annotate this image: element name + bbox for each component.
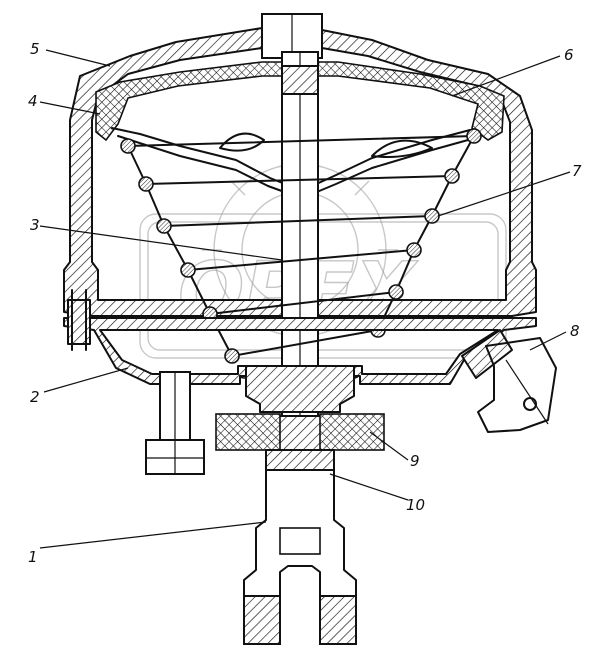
callout-4: 4 [28, 92, 38, 110]
callout-labels: 1 2 3 4 5 6 7 8 9 10 [28, 40, 582, 566]
housing [63, 13, 537, 317]
callout-10: 10 [406, 496, 425, 514]
return-spring [120, 128, 482, 379]
callout-2: 2 [30, 388, 40, 406]
callout-7: 7 [572, 162, 582, 180]
callout-leaders [39, 49, 571, 549]
mounting-stud [145, 371, 205, 475]
callout-9: 9 [410, 452, 420, 470]
clevis-fork [243, 469, 357, 645]
callout-5: 5 [30, 40, 40, 58]
callout-6: 6 [564, 46, 574, 64]
callout-3: 3 [30, 216, 40, 234]
guide-sleeve [215, 365, 385, 471]
callout-1: 1 [28, 548, 38, 566]
callout-8: 8 [570, 322, 580, 340]
air-inlet-fitting [461, 329, 557, 433]
